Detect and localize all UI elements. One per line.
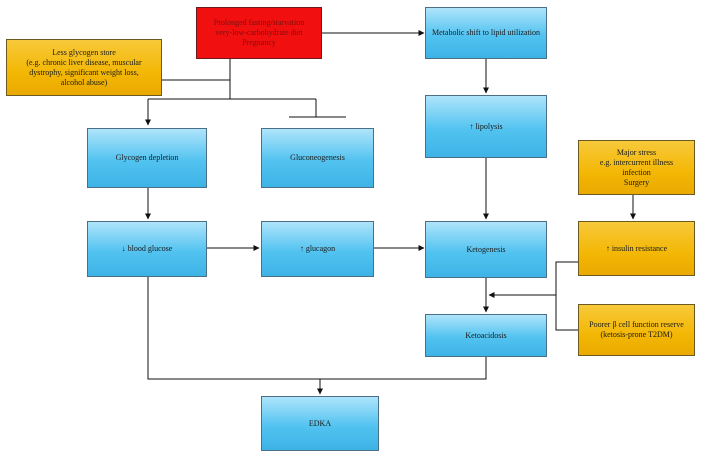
node-glycogen-depletion: Glycogen depletion <box>87 128 207 188</box>
node-metabolic-shift: Metabolic shift to lipid utilization <box>425 7 547 59</box>
node-insulin-resistance: ↑ insulin resistance <box>578 221 695 276</box>
node-fasting: Prolonged fasting/starvation very-low-ca… <box>196 7 322 59</box>
node-major-stress: Major stress e.g. intercurrent illness i… <box>578 140 695 195</box>
node-beta-cell: Poorer β cell function reserve (ketosis-… <box>578 304 695 356</box>
node-lipolysis: ↑ lipolysis <box>425 95 547 158</box>
line-ketoacidosis-down <box>320 357 487 380</box>
line-glucose-down <box>147 277 320 380</box>
node-glycogen-store: Less glycogen store (e.g. chronic liver … <box>6 39 162 96</box>
node-blood-glucose: ↓ blood glucose <box>87 221 207 277</box>
line-insulin-left <box>555 261 578 331</box>
node-gluconeogenesis: Gluconeogenesis <box>261 128 374 188</box>
node-ketoacidosis: Ketoacidosis <box>425 314 547 357</box>
node-ketogenesis: Ketogenesis <box>425 221 547 278</box>
node-glucagon: ↑ glucagon <box>261 221 374 277</box>
node-edka: EDKA <box>261 396 379 451</box>
